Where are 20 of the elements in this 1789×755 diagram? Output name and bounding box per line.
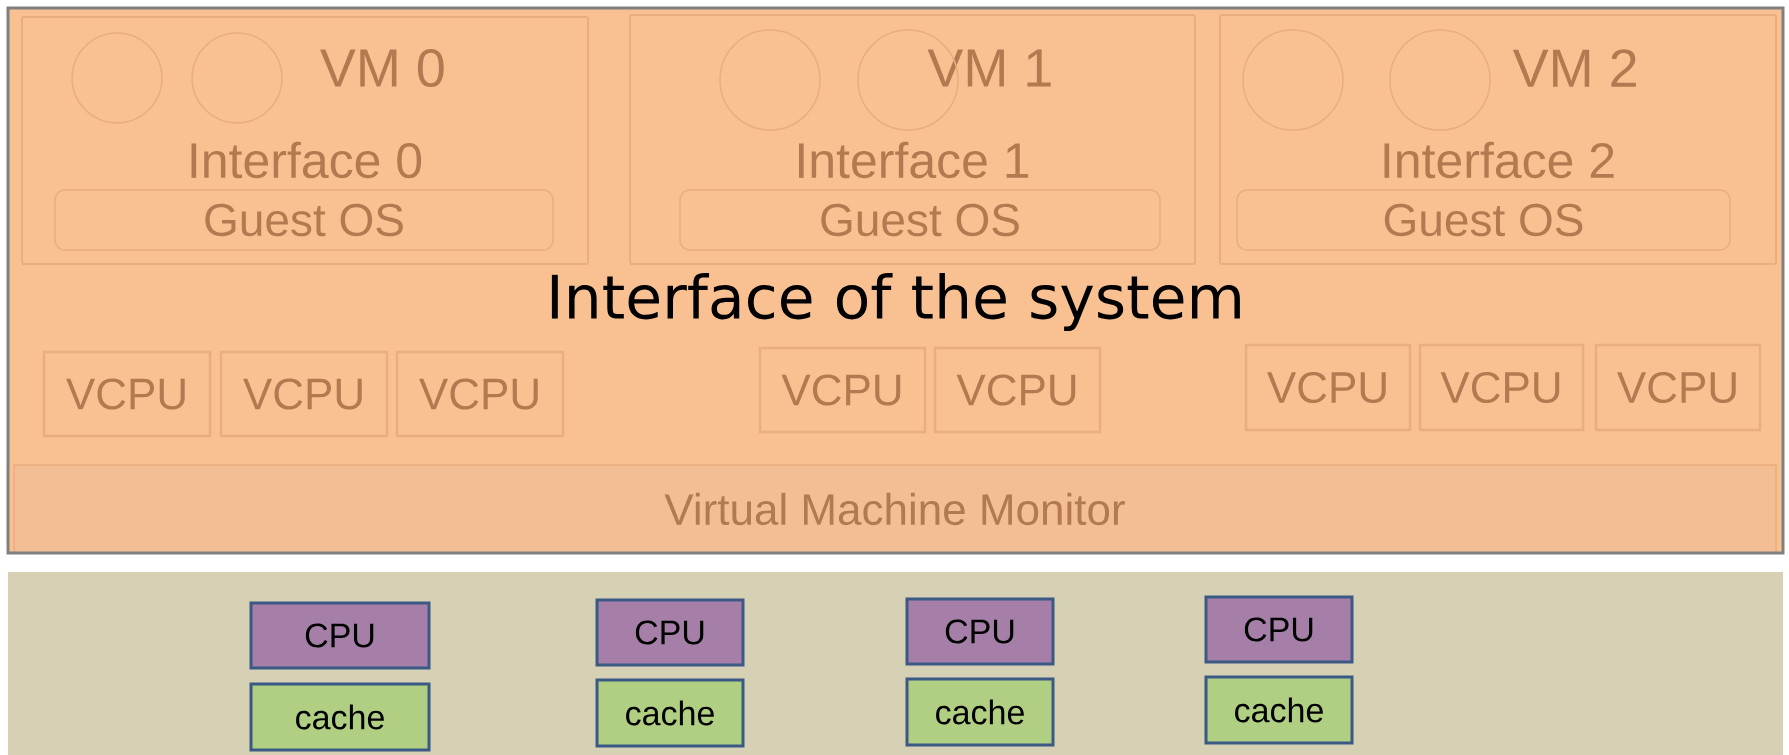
monitor-band: Virtual Machine Monitor xyxy=(13,464,1777,554)
vcpu-box: VCPU xyxy=(1418,343,1585,432)
vcpu-box: VCPU xyxy=(219,350,389,438)
vcpu-box: VCPU xyxy=(933,346,1102,434)
vcpu-box: VCPU xyxy=(42,350,212,438)
vcpu-box: VCPU xyxy=(758,346,927,434)
cpu-box: CPU xyxy=(905,597,1055,666)
vcpu-box: VCPU xyxy=(1594,343,1762,432)
cache-box: cache xyxy=(249,682,431,752)
cpu-box: CPU xyxy=(595,598,745,667)
cache-box: cache xyxy=(595,678,745,748)
vcpu-box: VCPU xyxy=(395,350,565,438)
cpu-box: CPU xyxy=(1204,595,1354,664)
guest-os-box: Guest OS xyxy=(679,189,1161,251)
cache-box: cache xyxy=(1204,675,1354,745)
vcpu-box: VCPU xyxy=(1244,343,1412,432)
cpu-box: CPU xyxy=(249,601,431,670)
guest-os-box: Guest OS xyxy=(54,189,554,251)
guest-os-box: Guest OS xyxy=(1236,189,1731,251)
cache-box: cache xyxy=(905,677,1055,747)
